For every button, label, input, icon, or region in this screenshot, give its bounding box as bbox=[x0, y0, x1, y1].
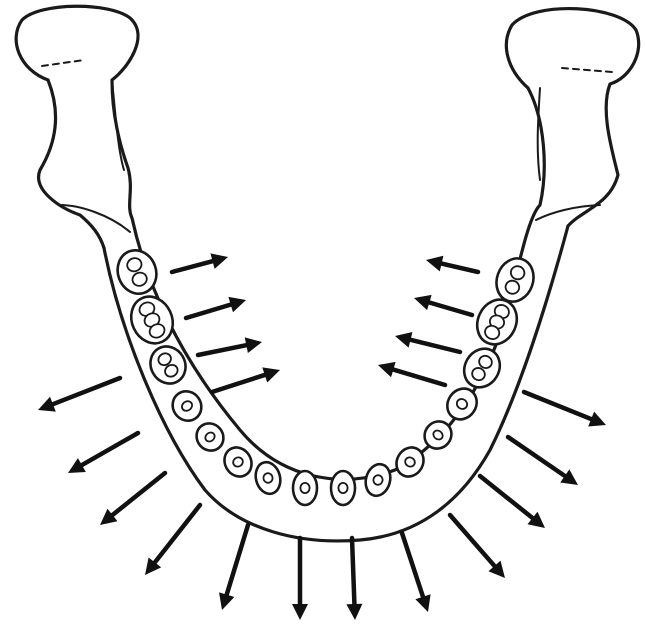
mandible-outer-contour bbox=[16, 6, 639, 479]
force-arrow bbox=[219, 525, 248, 610]
force-arrow bbox=[212, 367, 280, 392]
arrow-head bbox=[228, 297, 246, 312]
tooth bbox=[167, 386, 207, 427]
arrow-head bbox=[426, 256, 443, 272]
arrow-shaft bbox=[172, 261, 213, 272]
force-arrow bbox=[395, 332, 460, 352]
arrow-shaft bbox=[402, 533, 423, 597]
tooth bbox=[124, 290, 181, 350]
tooth bbox=[144, 340, 192, 390]
arrow-head bbox=[262, 367, 280, 382]
tooth bbox=[191, 418, 229, 456]
arrow-shaft bbox=[53, 378, 120, 404]
arrows-group bbox=[38, 253, 606, 620]
force-arrow bbox=[346, 538, 362, 620]
arrow-head bbox=[415, 594, 430, 612]
left-ramus-inner-line bbox=[112, 80, 124, 170]
arrow-shaft bbox=[198, 345, 246, 355]
arrow-head bbox=[210, 253, 228, 268]
tooth bbox=[457, 342, 506, 394]
arrow-head bbox=[346, 604, 362, 620]
right-condyle-neck-dash bbox=[562, 68, 612, 72]
tooth bbox=[293, 471, 317, 505]
right-ramus-inner-line bbox=[538, 88, 540, 180]
tooth bbox=[362, 461, 393, 498]
tooth-cusp bbox=[338, 483, 347, 493]
arrow-shaft bbox=[450, 515, 494, 566]
arrow-shaft bbox=[411, 340, 460, 352]
force-arrow bbox=[480, 476, 545, 528]
tooth bbox=[331, 471, 355, 505]
left-ramus-outer bbox=[39, 80, 104, 248]
arrow-shaft bbox=[227, 525, 248, 595]
arrow-shaft bbox=[429, 303, 472, 315]
tooth bbox=[252, 459, 283, 496]
force-arrow bbox=[186, 297, 246, 318]
force-arrow bbox=[524, 392, 606, 426]
arrow-head bbox=[378, 362, 396, 377]
arrow-shaft bbox=[393, 370, 445, 385]
force-arrow bbox=[68, 433, 138, 473]
tooth bbox=[219, 443, 257, 482]
force-arrow bbox=[414, 295, 472, 315]
force-arrow bbox=[426, 256, 478, 272]
force-arrow bbox=[378, 362, 445, 385]
arrow-shaft bbox=[524, 392, 591, 419]
arrow-head bbox=[292, 604, 308, 620]
arrow-shaft bbox=[480, 476, 533, 518]
arrow-head bbox=[219, 592, 234, 610]
force-arrow bbox=[172, 253, 228, 272]
arrow-shaft bbox=[442, 264, 478, 272]
arrow-shaft bbox=[186, 305, 231, 318]
tooth-crown bbox=[144, 340, 192, 390]
tooth-crown bbox=[457, 342, 506, 394]
tooth-cusp bbox=[300, 483, 309, 493]
force-arrow bbox=[508, 437, 578, 485]
arrow-shaft bbox=[212, 375, 265, 392]
arrow-shaft bbox=[508, 437, 565, 476]
arrow-shaft bbox=[112, 473, 165, 515]
force-arrow bbox=[198, 337, 262, 355]
force-arrow bbox=[402, 533, 431, 612]
arrow-shaft bbox=[82, 433, 138, 465]
arrow-head bbox=[414, 295, 432, 310]
force-arrow bbox=[100, 473, 165, 525]
force-arrow bbox=[145, 505, 200, 575]
arrow-shaft bbox=[155, 505, 200, 562]
arrow-head bbox=[395, 332, 412, 348]
tooth bbox=[391, 443, 429, 482]
force-arrow bbox=[450, 515, 505, 578]
arrow-shaft bbox=[352, 538, 354, 604]
teeth-group bbox=[112, 245, 540, 505]
left-condyle-neck-dash bbox=[42, 60, 84, 66]
force-arrow bbox=[292, 538, 308, 620]
arrow-head bbox=[245, 337, 262, 353]
force-arrow bbox=[38, 378, 120, 412]
